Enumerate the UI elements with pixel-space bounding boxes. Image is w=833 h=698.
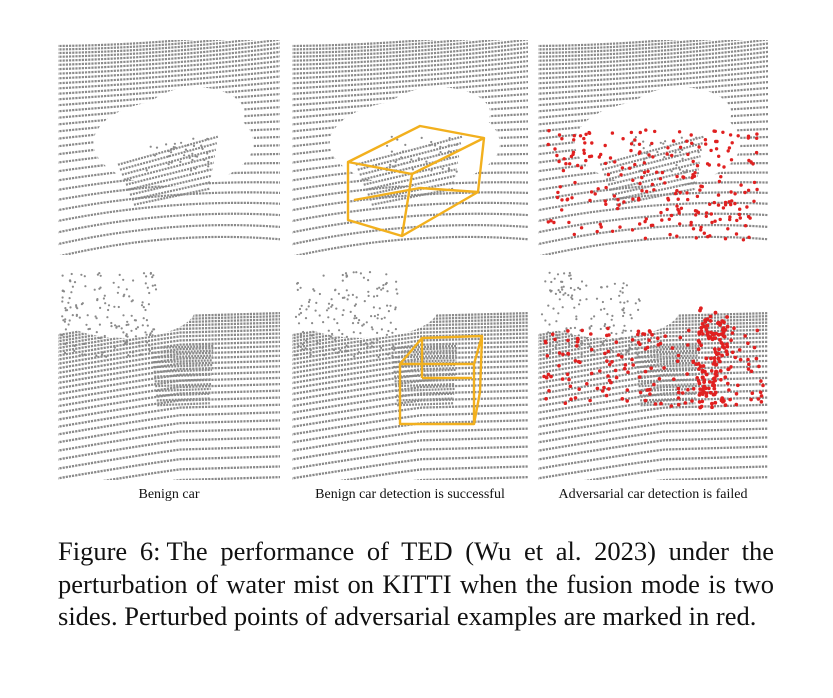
lidar-point-cloud [58, 271, 280, 480]
figure-label: Figure 6: [58, 536, 161, 566]
lidar-point-cloud [538, 40, 768, 255]
panel-row1-col3 [538, 40, 768, 255]
panel-row1-col2 [292, 40, 528, 255]
lidar-point-cloud [292, 271, 528, 480]
panel-row1-col1 [58, 40, 280, 255]
subcaption-adversarial-detection: Adversarial car detection is failed [558, 487, 748, 502]
lidar-point-cloud [58, 40, 280, 255]
figure-grid [58, 40, 768, 480]
subcaption-benign-car: Benign car [138, 487, 200, 502]
subcaption-benign-detection: Benign car detection is successful [315, 487, 505, 502]
lidar-point-cloud [538, 271, 768, 480]
lidar-point-cloud [292, 40, 528, 255]
panel-row2-col2 [292, 268, 528, 480]
panel-row2-col3 [538, 268, 768, 480]
panel-row2-col1 [58, 268, 280, 480]
figure-caption: Figure 6:The performance of TED (Wu et a… [58, 535, 774, 633]
figure-caption-text: The performance of TED (Wu et al. 2023) … [58, 536, 774, 631]
